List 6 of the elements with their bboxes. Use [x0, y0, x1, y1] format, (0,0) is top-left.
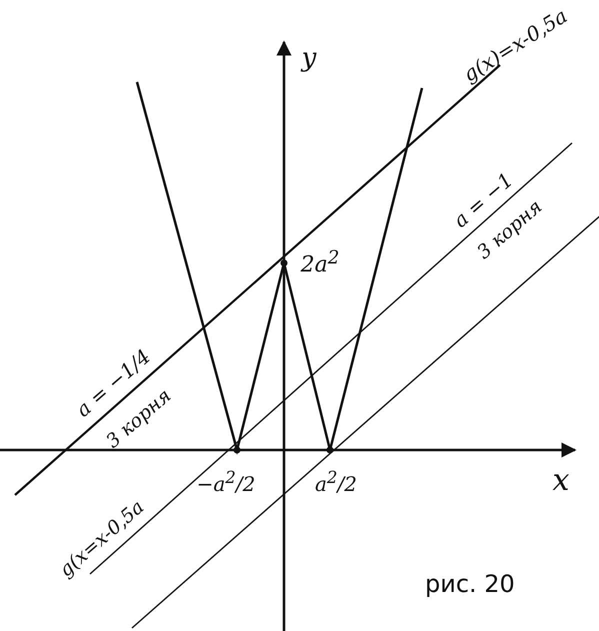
figure-caption: рис. 20 [425, 570, 515, 598]
plot-label: x [552, 466, 570, 496]
plot-label: a$^{2}$/2 [315, 470, 357, 494]
plot-label: −a$^{2}$/2 [196, 470, 256, 494]
plot-label: y [302, 45, 316, 71]
plot-label: 2a$^{2}$ [300, 249, 340, 277]
